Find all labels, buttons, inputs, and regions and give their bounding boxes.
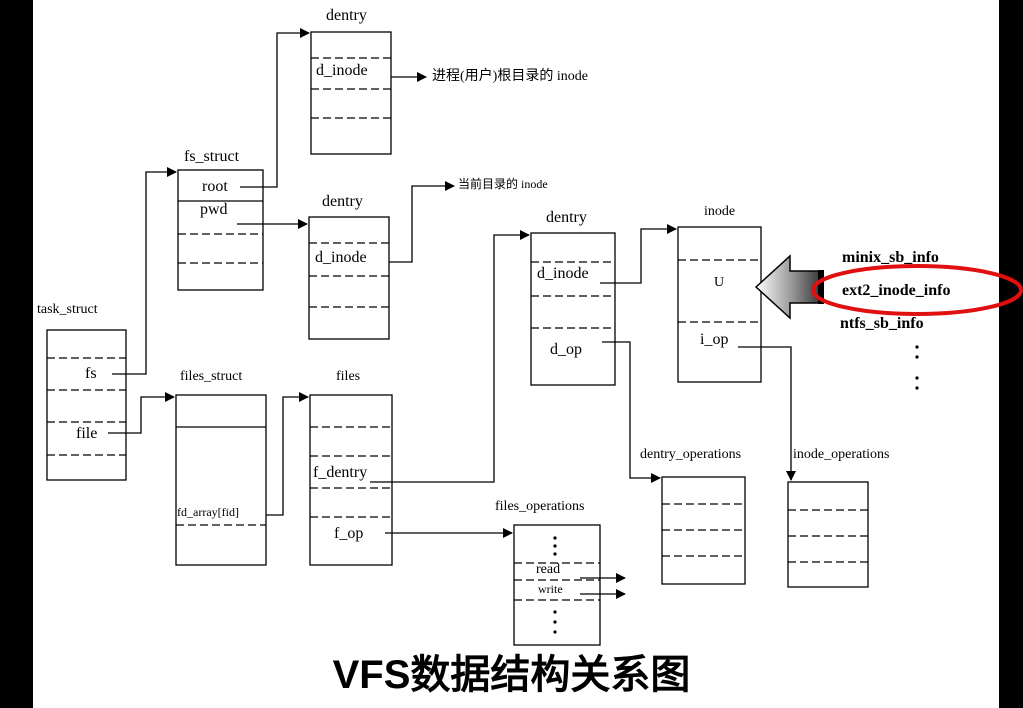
files-struct-box <box>175 394 267 566</box>
files-operations-box <box>513 524 601 646</box>
field-d-op: d_op <box>550 341 582 358</box>
note-cwd-inode: 当前目录的 inode <box>458 177 548 191</box>
diagram-title: VFS数据结构关系图 <box>332 653 691 697</box>
union-ext2-inode-info: ext2_inode_info <box>842 282 951 299</box>
field-f-dentry: f_dentry <box>313 464 368 481</box>
diagram-paper <box>33 0 999 708</box>
inode-operations-title: inode_operations <box>793 447 890 462</box>
field-d-inode-pwd: d_inode <box>315 249 367 266</box>
highlight-ellipse <box>811 264 1023 316</box>
dentry-file-box <box>530 232 616 386</box>
dentry-pwd-title: dentry <box>322 193 363 210</box>
union-minix-sb-info: minix_sb_info <box>842 249 939 266</box>
files-title: files <box>336 369 361 384</box>
field-write: write <box>538 582 563 596</box>
inode-operations-box <box>787 481 869 588</box>
union-ntfs-sb-info: ntfs_sb_info <box>840 315 924 332</box>
dentry-root-title: dentry <box>326 7 367 24</box>
inode-title: inode <box>704 204 736 219</box>
dentry-pwd-box <box>308 216 390 340</box>
task-struct-title: task_struct <box>37 302 98 317</box>
field-fd-array: fd_array[fid] <box>177 505 239 519</box>
field-d-inode-root: d_inode <box>316 62 368 79</box>
field-u: U <box>714 275 725 290</box>
note-root-inode: 进程(用户)根目录的 inode <box>432 69 588 84</box>
field-i-op: i_op <box>700 331 729 348</box>
dentry-operations-box <box>661 476 746 585</box>
dentry-operations-title: dentry_operations <box>640 447 742 462</box>
dentry-file-title: dentry <box>546 209 587 226</box>
field-file: file <box>76 425 98 442</box>
field-d-inode-file: d_inode <box>537 265 589 282</box>
fs-struct-box <box>177 169 264 291</box>
connector-arrows <box>108 28 796 599</box>
inode-box <box>677 226 762 383</box>
files-struct-title: files_struct <box>180 369 243 384</box>
files-operations-title: files_operations <box>495 499 585 514</box>
task-struct-box <box>46 329 127 481</box>
field-pwd: pwd <box>200 201 228 218</box>
field-fs: fs <box>85 365 97 382</box>
files-box <box>309 394 393 566</box>
union-arrow-icon <box>754 254 824 320</box>
dentry-root-box <box>310 31 392 155</box>
ellipsis-dots <box>553 345 919 634</box>
fs-struct-title: fs_struct <box>184 148 240 165</box>
field-read: read <box>536 562 561 577</box>
field-root: root <box>202 178 228 195</box>
field-f-op: f_op <box>334 525 364 542</box>
